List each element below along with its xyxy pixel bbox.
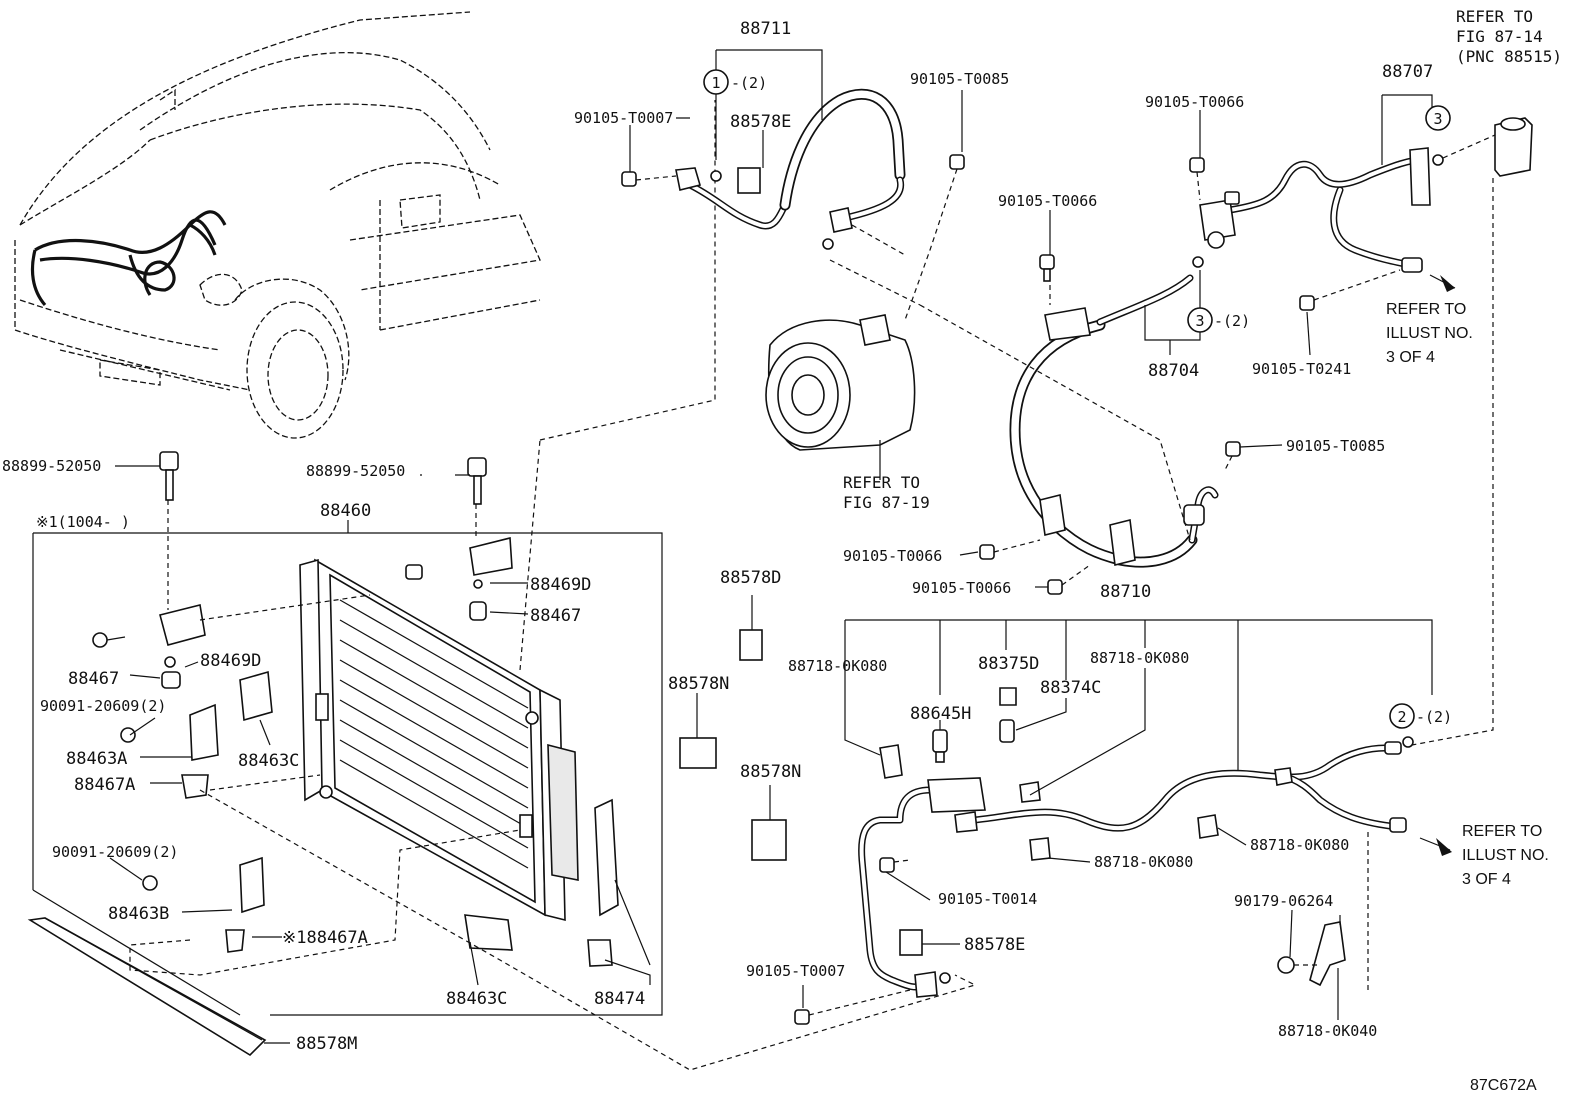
callouts: 1 -(2) 3 3 -(2) 2 -(2): [703, 69, 1452, 729]
label-88374c: 88374C: [1040, 678, 1101, 698]
compressor: [765, 314, 916, 475]
label-88718-0k040: 88718-0K040: [1278, 1022, 1377, 1040]
discharge-hose-88711: [621, 88, 965, 321]
label-90105-t0085-mid: 90105-T0085: [1286, 437, 1385, 455]
label-90179-06264: 90179-06264: [1234, 892, 1333, 910]
refer-fig-87-14-line1: REFER TO: [1456, 7, 1533, 26]
label-88463c-a: 88463C: [238, 751, 299, 771]
suction-hose-88707: [1189, 117, 1533, 746]
seal-88578n-a: [679, 737, 717, 769]
label-88899-52050-right: 88899-52050: [306, 462, 405, 480]
label-88718-0k080-a: 88718-0K080: [788, 657, 887, 675]
label-88469d-left: 88469D: [200, 651, 261, 671]
seal-88578d: [739, 629, 763, 661]
callout-1-qty: -(2): [731, 74, 767, 92]
callout-1: [703, 69, 729, 95]
condenser-assembly-group: [27, 100, 977, 1071]
label-88467-left: 88467: [68, 669, 119, 689]
label-88578d: 88578D: [720, 568, 781, 588]
label-90105-t0066-c: 90105-T0066: [843, 547, 942, 565]
label-88645h: 88645H: [910, 704, 971, 724]
refer-illust-b-line3: 3 OF 4: [1462, 871, 1511, 888]
label-88718-0k080-d: 88718-0K080: [1250, 836, 1349, 854]
label-88718-0k080-b: 88718-0K080: [1090, 649, 1189, 667]
callout-3-top-number: 3: [1433, 110, 1442, 128]
callout-3-mid: [1187, 307, 1213, 333]
label-88710: 88710: [1100, 582, 1151, 602]
leader-lines: [109, 49, 1433, 1044]
refer-illust-b-line1: REFER TO: [1462, 823, 1542, 840]
callout-2-number: 2: [1397, 708, 1406, 726]
label-88463c-b: 88463C: [446, 989, 507, 1009]
label-88578m: 88578M: [296, 1034, 357, 1054]
refer-illust-a-line3: 3 OF 4: [1386, 349, 1435, 366]
callout-3-mid-qty: -(2): [1214, 312, 1250, 330]
label-88704: 88704: [1148, 361, 1199, 381]
label-90105-t0007-bot: 90105-T0007: [746, 962, 845, 980]
label-88711: 88711: [740, 19, 791, 39]
refer-illust-a-line2: ILLUST NO.: [1386, 325, 1473, 342]
refer-fig-87-19-line2: FIG 87-19: [843, 493, 930, 512]
label-88578n-b: 88578N: [740, 762, 801, 782]
seal-88578n-b: [751, 819, 787, 861]
label-90105-t0066-d: 90105-T0066: [912, 579, 1011, 597]
label-88463a: 88463A: [66, 749, 127, 769]
liquid-line-88710: [794, 687, 1452, 1025]
label-90105-t0241: 90105-T0241: [1252, 360, 1351, 378]
vehicle-sketch: [14, 11, 541, 439]
callout-1-number: 1: [711, 74, 720, 92]
label-90105-t0066-b: 90105-T0066: [998, 192, 1097, 210]
reference-notes: ※1(1004- ) REFER TO FIG 87-14 (PNC 88515…: [36, 7, 1562, 1094]
refer-fig-87-19-line1: REFER TO: [843, 473, 920, 492]
label-90105-t0085-top: 90105-T0085: [910, 70, 1009, 88]
condenser-core: [299, 558, 579, 922]
applicability-note: ※1(1004- ): [36, 513, 130, 531]
label-88460: 88460: [320, 501, 371, 521]
label-88463b: 88463B: [108, 904, 169, 924]
callout-2: [1389, 703, 1415, 729]
label-88469d-right: 88469D: [530, 575, 591, 595]
label-90105-t0007-top: 90105-T0007: [574, 109, 673, 127]
label-88467a-note: ※188467A: [282, 928, 368, 948]
refer-illust-b-line2: ILLUST NO.: [1462, 847, 1549, 864]
label-88578n-a: 88578N: [668, 674, 729, 694]
label-90091-20609-b: 90091-20609(2): [52, 843, 178, 861]
label-90105-t0014: 90105-T0014: [938, 890, 1037, 908]
label-88474: 88474: [594, 989, 645, 1009]
label-90105-t0066-a: 90105-T0066: [1145, 93, 1244, 111]
figure-code: 87C672A: [1470, 1077, 1537, 1094]
suction-hose-88704: [919, 254, 1241, 595]
left-mount-parts: [92, 451, 619, 967]
callout-3-mid-number: 3: [1195, 312, 1204, 330]
label-88707: 88707: [1382, 62, 1433, 82]
refer-fig-87-14-line3: (PNC 88515): [1456, 47, 1562, 66]
callout-2-qty: -(2): [1416, 708, 1452, 726]
label-88899-52050-left: 88899-52050: [2, 457, 101, 475]
callout-3-top: [1425, 105, 1451, 131]
label-88467-right: 88467: [530, 606, 581, 626]
label-88718-0k080-c: 88718-0K080: [1094, 853, 1193, 871]
refer-fig-87-14-line2: FIG 87-14: [1456, 27, 1543, 46]
label-88375d: 88375D: [978, 654, 1039, 674]
label-88578e-top: 88578E: [730, 112, 791, 132]
seal-bar-88578m: [27, 917, 267, 1057]
label-88467a: 88467A: [74, 775, 135, 795]
label-90091-20609-a: 90091-20609(2): [40, 697, 166, 715]
refer-illust-a-line1: REFER TO: [1386, 301, 1466, 318]
label-88578e-bot: 88578E: [964, 935, 1025, 955]
part-labels: 88711 90105-T0007 88578E 90105-T0085 901…: [2, 19, 1433, 1054]
